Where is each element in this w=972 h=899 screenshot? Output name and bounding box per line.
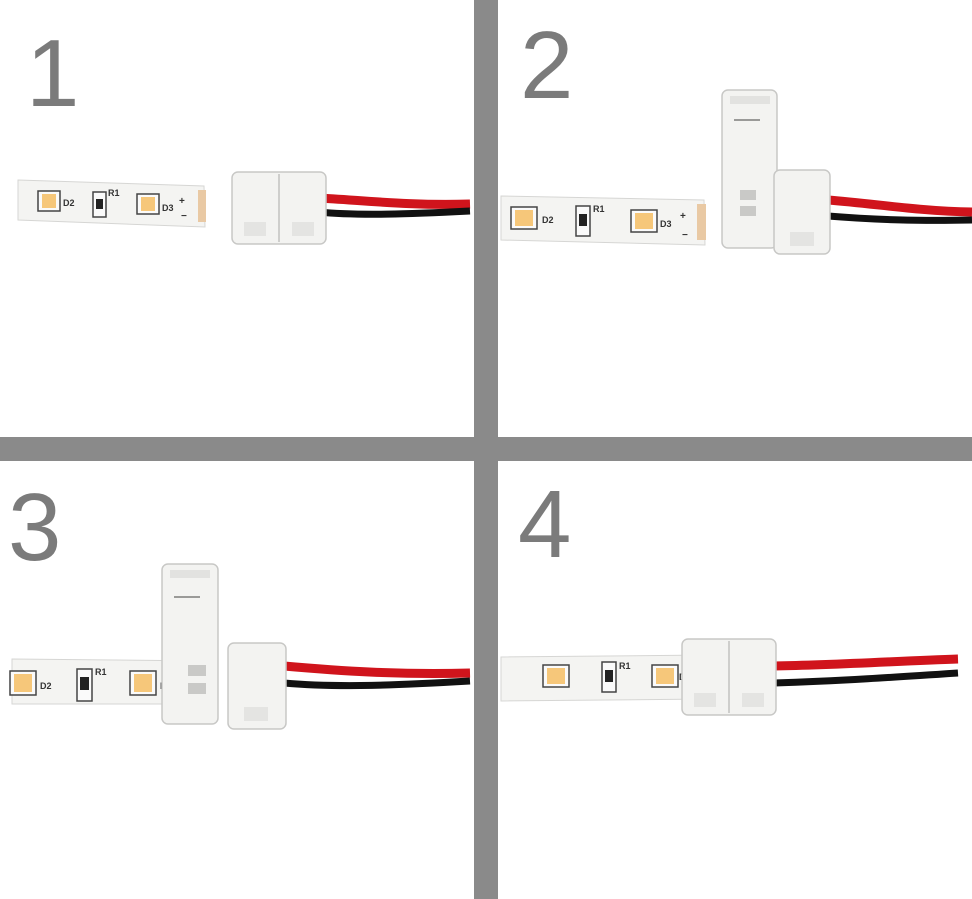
led-strip: D2 R1 D3 + − — [17, 179, 206, 228]
solder-pad — [697, 204, 706, 240]
wire-pair — [283, 661, 471, 690]
strip-connector — [773, 169, 831, 255]
step-number: 3 — [8, 474, 62, 581]
strip-connector — [227, 642, 287, 730]
resistor-label: R1 — [95, 667, 107, 677]
plus-label: + — [680, 211, 686, 222]
led-chip — [630, 209, 658, 233]
wire-pair — [827, 195, 972, 224]
step-3-panel: 3 D2 R1 D3 + − — [0, 461, 474, 899]
step-number: 4 — [518, 471, 572, 578]
minus-label: − — [682, 230, 688, 241]
resistor — [575, 205, 591, 237]
led-label: D3 — [660, 219, 672, 229]
resistor-label: R1 — [108, 188, 120, 198]
led-strip: D2 R1 D3 + − — [9, 658, 211, 705]
step-1-panel: 1 D2 R1 D3 + − — [0, 0, 474, 437]
led-chip — [9, 670, 37, 696]
led-strip-scene: D2 R1 D3 + − — [500, 89, 972, 255]
plus-label: + — [179, 196, 185, 207]
led-chip — [136, 193, 160, 215]
connector-lid — [161, 563, 219, 725]
led-label: D2 — [542, 215, 554, 225]
led-chip — [510, 206, 538, 230]
led-label: D2 — [40, 681, 52, 691]
solder-pad — [198, 190, 206, 222]
resistor-label: R1 — [619, 661, 631, 671]
step-4-panel: 4 R1 D2 D — [498, 461, 972, 899]
wire-pair — [317, 193, 471, 218]
strip-connector — [681, 638, 777, 716]
led-label: D2 — [63, 198, 75, 208]
led-strip-scene: R1 D2 D — [500, 638, 959, 716]
led-chip — [542, 664, 570, 688]
connector-lid — [721, 89, 778, 249]
resistor — [92, 191, 107, 218]
led-strip-scene: D2 R1 D3 + − — [17, 171, 471, 245]
led-strip: D2 R1 D3 + − — [500, 195, 706, 246]
strip-connector — [231, 171, 327, 245]
wire-pair — [773, 654, 959, 687]
resistor — [76, 668, 93, 702]
led-strip-scene: D2 R1 D3 + − — [9, 563, 471, 730]
minus-label: − — [181, 211, 187, 222]
led-strip: R1 D2 D — [500, 654, 709, 702]
step-number: 1 — [26, 20, 80, 127]
resistor — [601, 661, 617, 693]
led-chip — [129, 670, 157, 696]
led-chip — [651, 664, 679, 688]
step-number: 2 — [520, 12, 574, 119]
resistor-label: R1 — [593, 204, 605, 214]
step-2-panel: 2 D2 R1 D3 + − — [498, 0, 972, 437]
led-chip — [37, 190, 61, 212]
led-label: D3 — [162, 203, 174, 213]
